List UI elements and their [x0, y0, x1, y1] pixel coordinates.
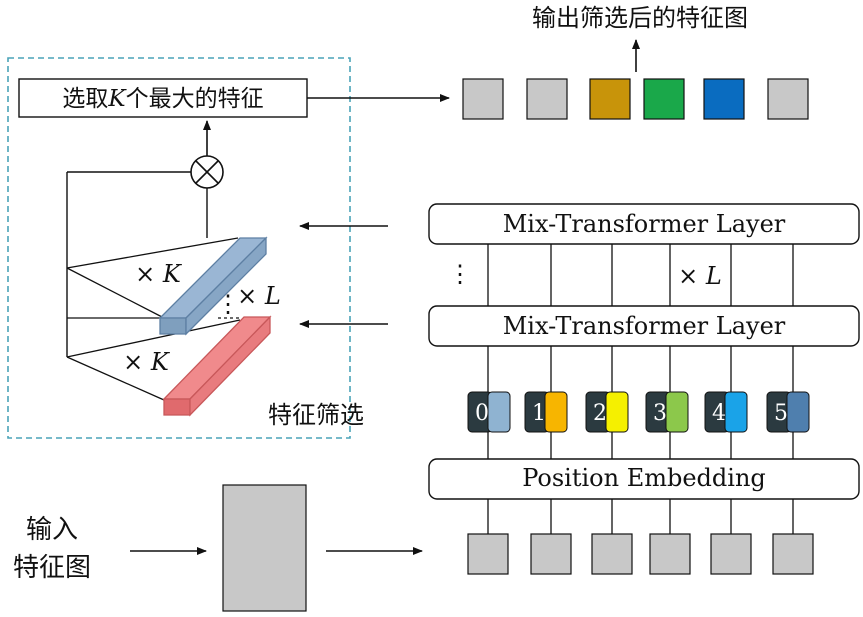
position-token: 5 [766, 391, 810, 433]
position-color-block [605, 391, 629, 433]
input-token [772, 533, 814, 575]
select-topk-box [18, 78, 308, 118]
feature-filter-box [7, 57, 351, 439]
fan-line [66, 267, 165, 319]
position-color-block [786, 391, 810, 433]
output-token [526, 78, 568, 120]
position-tokens-row: 0 1 2 3 4 5 [467, 391, 810, 433]
layer-to-token-lines [487, 346, 794, 392]
position-index-label: 1 [532, 401, 546, 426]
position-color-block [665, 391, 689, 433]
position-index-label: 0 [475, 401, 489, 426]
input-feature-map [222, 484, 307, 612]
position-index-label: 5 [774, 401, 788, 426]
position-token: 4 [704, 391, 748, 433]
input-token [530, 533, 572, 575]
select-topk-label: 选取K个最大的特征 [62, 86, 263, 112]
input-label-line1: 输入 [26, 515, 78, 545]
output-token [767, 78, 809, 120]
output-token [703, 78, 745, 120]
feature-filter-label: 特征筛选 [268, 401, 364, 429]
input-token [710, 533, 752, 575]
position-index-label: 2 [593, 401, 607, 426]
position-token: 3 [645, 391, 689, 433]
multiply-cross-b [195, 160, 219, 184]
inter-layer-lines [487, 244, 794, 308]
blue-feature-bar [158, 236, 268, 336]
times-l-right-label: × L [678, 262, 722, 290]
red-feature-bar [162, 315, 272, 417]
output-token [589, 78, 631, 120]
output-token [643, 78, 685, 120]
output-title: 输出筛选后的特征图 [532, 4, 748, 32]
embedding-to-input-lines [487, 499, 794, 534]
mix-transformer-layer-bottom [428, 305, 860, 347]
mix-transformer-layer-top-label: Mix-Transformer Layer [503, 210, 786, 238]
position-embedding-block [428, 458, 860, 500]
fan-line [66, 319, 241, 358]
token-to-embedding-lines [487, 432, 794, 460]
input-token [591, 533, 633, 575]
times-k-bottom-label: × K [123, 348, 171, 376]
vdots-right: ⋮ [448, 260, 472, 288]
input-token [649, 533, 691, 575]
position-color-block [487, 391, 511, 433]
input-tokens-row [467, 533, 814, 575]
position-index-label: 3 [653, 401, 667, 426]
position-index-label: 4 [712, 401, 726, 426]
output-tokens-row [462, 78, 809, 120]
mix-transformer-layer-top [428, 203, 860, 245]
position-color-block [544, 391, 568, 433]
times-l-left-label: × L [237, 282, 281, 310]
position-token: 2 [585, 391, 629, 433]
position-embedding-label: Position Embedding [522, 464, 766, 492]
output-token [462, 78, 504, 120]
position-token: 1 [524, 391, 568, 433]
vdots-left: ⋮ [216, 290, 240, 318]
position-token: 0 [467, 391, 511, 433]
times-k-top-label: × K [135, 260, 183, 288]
input-label-line2: 特征图 [13, 553, 91, 583]
input-token [467, 533, 509, 575]
fan-line [66, 356, 165, 401]
position-color-block [724, 391, 748, 433]
mix-transformer-layer-bottom-label: Mix-Transformer Layer [503, 312, 786, 340]
fan-line [66, 237, 239, 269]
